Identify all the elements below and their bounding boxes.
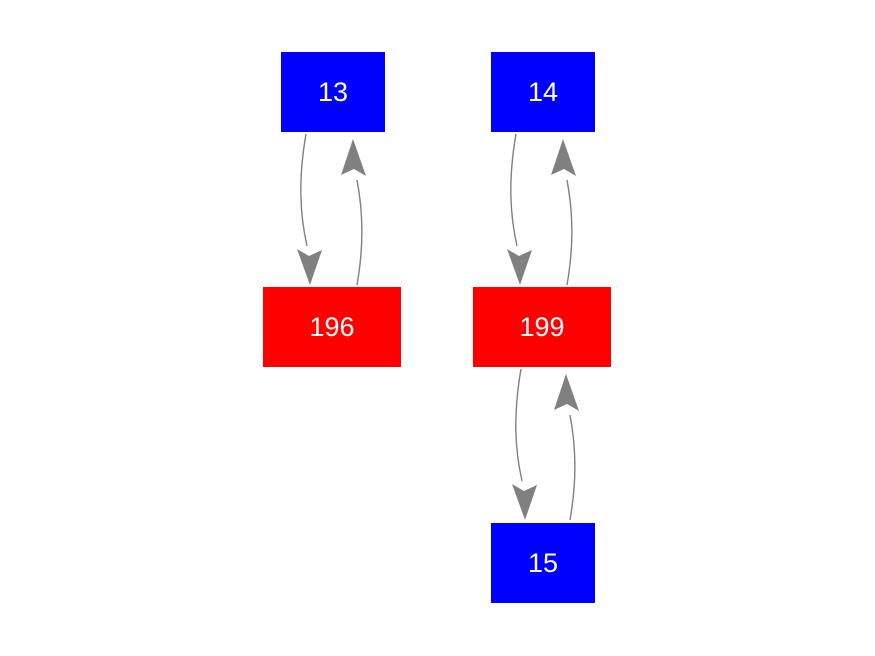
- node-199-rect[interactable]: [473, 287, 611, 367]
- node-14-rect[interactable]: [491, 52, 595, 132]
- node-13-rect[interactable]: [281, 52, 385, 132]
- edge-199-to-15-arrowhead: [512, 484, 537, 520]
- edge-199-to-14-line: [566, 179, 573, 286]
- edge-15-to-199-arrowhead: [554, 374, 579, 411]
- edge-14-to-199-line: [510, 133, 518, 247]
- node-196-rect[interactable]: [263, 287, 401, 367]
- node-196[interactable]: 196: [263, 287, 401, 367]
- edge-14-to-199-arrowhead: [507, 249, 532, 285]
- edge-13-to-196-line: [300, 133, 308, 247]
- edge-199-to-15-line: [515, 368, 523, 482]
- edge-199-to-15[interactable]: [512, 368, 537, 520]
- node-14[interactable]: 14: [491, 52, 595, 132]
- node-13[interactable]: 13: [281, 52, 385, 132]
- edge-14-to-199[interactable]: [507, 133, 532, 285]
- edge-196-to-13-arrowhead: [341, 139, 366, 176]
- edge-15-to-199[interactable]: [554, 374, 579, 521]
- edge-15-to-199-line: [569, 414, 576, 521]
- edge-196-to-13-line: [356, 179, 363, 286]
- edge-13-to-196[interactable]: [297, 133, 322, 285]
- edge-13-to-196-arrowhead: [297, 249, 322, 285]
- edge-199-to-14-arrowhead: [551, 139, 576, 176]
- node-199[interactable]: 199: [473, 287, 611, 367]
- node-15-rect[interactable]: [491, 523, 595, 603]
- edge-199-to-14[interactable]: [551, 139, 576, 286]
- edge-196-to-13[interactable]: [341, 139, 366, 286]
- node-15[interactable]: 15: [491, 523, 595, 603]
